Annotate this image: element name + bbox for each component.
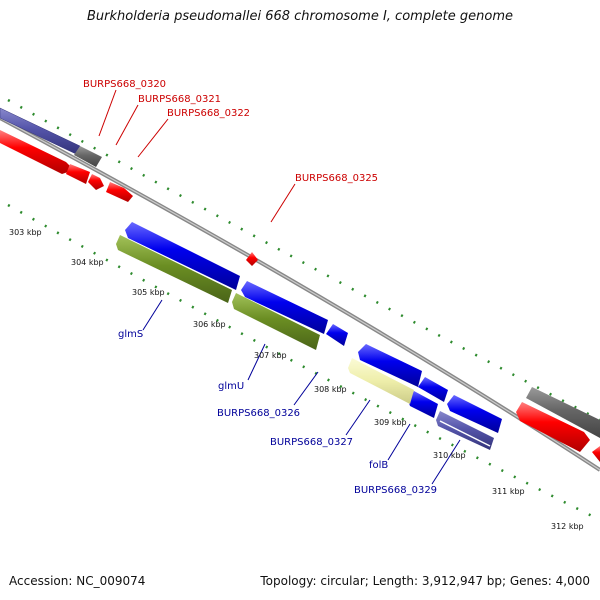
- gene-label-0325[interactable]: BURPS668_0325: [295, 173, 378, 184]
- gene-red-right-small[interactable]: [592, 446, 600, 462]
- tick-label-307: 307 kbp: [254, 351, 287, 360]
- tick-label-305: 305 kbp: [132, 288, 165, 297]
- connectors-blue: [142, 299, 461, 485]
- gene-red-0322[interactable]: [106, 182, 133, 202]
- gene-label-0326[interactable]: BURPS668_0326: [217, 408, 300, 419]
- tick-label-309: 309 kbp: [374, 418, 407, 427]
- inner-ruler-track: [7, 203, 600, 522]
- tick-label-311: 311 kbp: [492, 487, 525, 496]
- accession-text: Accession: NC_009074: [9, 574, 146, 588]
- gene-yellow-0326[interactable]: [348, 358, 414, 404]
- gene-label-0329[interactable]: BURPS668_0329: [354, 485, 437, 496]
- gene-gray-upper-left[interactable]: [74, 146, 102, 167]
- tick-label-306: 306 kbp: [193, 320, 226, 329]
- gene-label-0320[interactable]: BURPS668_0320: [83, 79, 166, 90]
- gene-blue-0329[interactable]: [447, 395, 502, 433]
- gene-purple-0329-inner-highlight: [439, 420, 491, 447]
- gene-label-glmU[interactable]: glmU: [218, 381, 244, 392]
- connectors-red: [98, 89, 296, 223]
- gene-blue-glmS[interactable]: [125, 222, 240, 290]
- topology-summary-text: Topology: circular; Length: 3,912,947 bp…: [260, 574, 590, 588]
- gene-label-0327[interactable]: BURPS668_0327: [270, 437, 353, 448]
- gene-label-0322[interactable]: BURPS668_0322: [167, 108, 250, 119]
- tick-label-308: 308 kbp: [314, 385, 347, 394]
- gene-label-folB[interactable]: folB: [369, 460, 388, 471]
- gene-red-right[interactable]: [516, 402, 590, 452]
- gene-red-0321[interactable]: [88, 174, 104, 190]
- tick-label-312: 312 kbp: [551, 522, 584, 531]
- gene-blue-0328[interactable]: [408, 391, 438, 418]
- gene-green-glmU[interactable]: [232, 293, 320, 350]
- gene-blue-glmU[interactable]: [241, 281, 328, 334]
- gene-green-glmS[interactable]: [116, 235, 232, 303]
- gene-red-0325[interactable]: [246, 252, 258, 266]
- gene-red-0320[interactable]: [66, 164, 90, 184]
- gene-label-glmS[interactable]: glmS: [118, 329, 143, 340]
- tick-label-310: 310 kbp: [433, 451, 466, 460]
- gene-blue-0327[interactable]: [358, 344, 422, 387]
- gene-blue-folB[interactable]: [418, 377, 448, 402]
- gene-red-upper-left[interactable]: [0, 130, 74, 174]
- map-title: Burkholderia pseudomallei 668 chromosome…: [86, 9, 514, 24]
- tick-label-303: 303 kbp: [9, 228, 42, 237]
- tick-label-304: 304 kbp: [71, 258, 104, 267]
- gene-gray-right[interactable]: [526, 387, 600, 438]
- gene-label-0321[interactable]: BURPS668_0321: [138, 94, 221, 105]
- gene-blue-0326[interactable]: [326, 324, 348, 346]
